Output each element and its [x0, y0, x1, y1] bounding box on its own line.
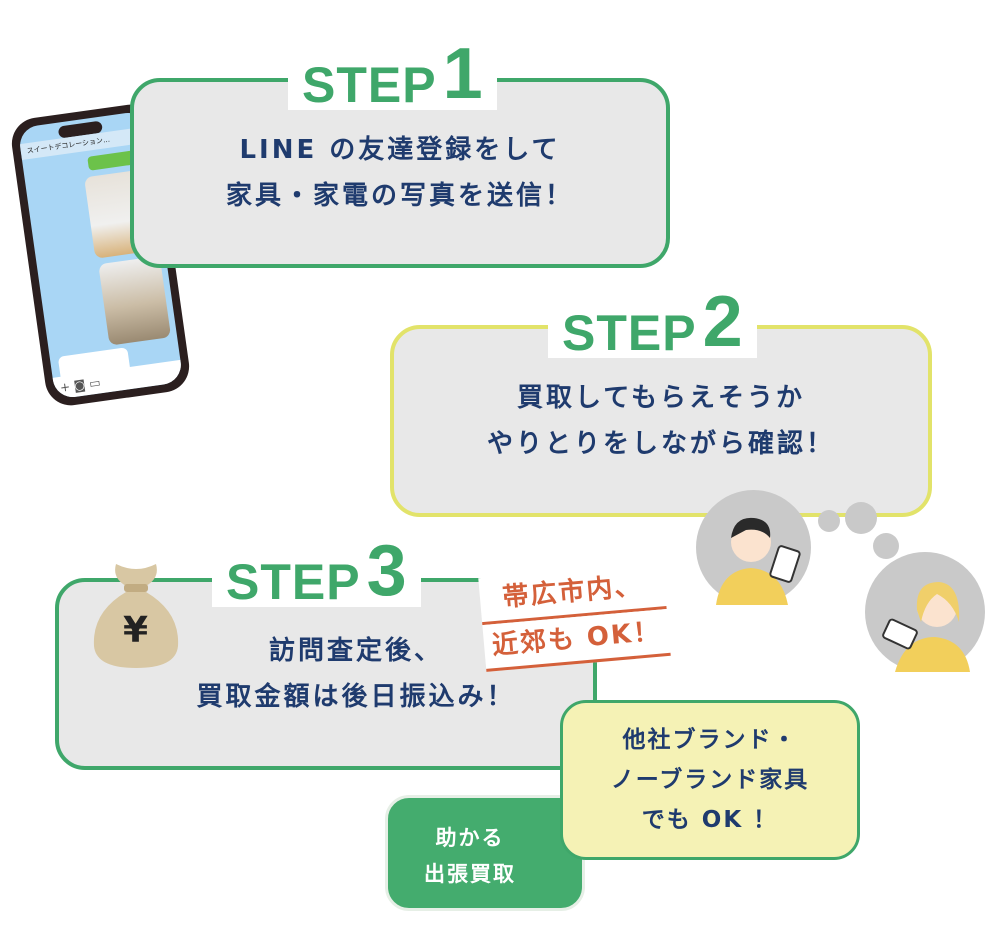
thought-dot: [818, 510, 840, 532]
step-number: 3: [366, 531, 407, 611]
badge-line2: 出張買取: [424, 862, 516, 886]
step3-line1: 訪問査定後、: [268, 636, 443, 666]
step-number: 1: [442, 34, 483, 114]
brand-ok-box: 他社ブランド・ ノーブランド家具 でも OK ！: [560, 700, 860, 860]
brand-line1: 他社ブランド・: [622, 727, 798, 753]
step-number: 2: [702, 282, 743, 362]
step1-line2: 家具・家電の写真を送信！: [225, 181, 574, 211]
step2-line1: 買取してもらえそうか: [517, 383, 805, 413]
brand-line3: でも OK ！: [641, 807, 779, 833]
area-sticker: 帯広市内、 近郊も OK！: [478, 562, 672, 672]
brand-line2: ノーブランド家具: [610, 767, 810, 793]
helpful-badge: 助かる 出張買取: [385, 795, 585, 911]
step-word: STEP: [302, 57, 437, 113]
step-word: STEP: [226, 554, 361, 610]
yen-symbol: ¥: [122, 610, 149, 651]
step2-line2: やりとりをしながら確認！: [486, 429, 835, 459]
step-word: STEP: [562, 305, 697, 361]
money-bag-icon: ¥: [88, 560, 183, 672]
step3-line2: 買取金額は後日振込み！: [196, 682, 516, 712]
man-with-phone-illustration: [696, 490, 811, 605]
thought-dot: [873, 533, 899, 559]
badge-line1: 助かる: [435, 826, 505, 850]
thought-dot: [845, 502, 877, 534]
woman-with-phone-illustration: [865, 552, 985, 672]
photo-desk: [98, 255, 172, 346]
step1-line1: LINE の友達登録をして: [239, 135, 561, 165]
